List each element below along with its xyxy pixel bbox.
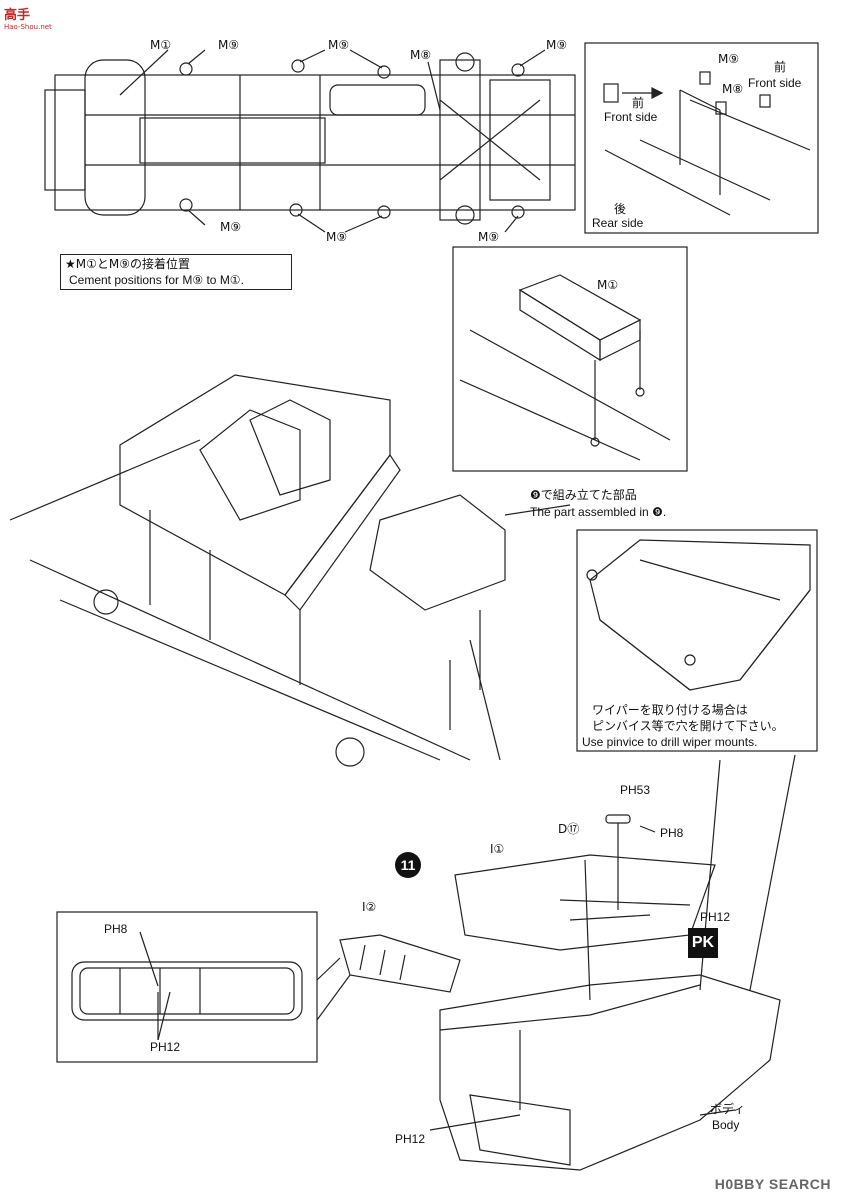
label-m1-chassis: M① [150, 38, 172, 52]
part-label-body-en: Body [712, 1118, 740, 1132]
front-rear-detail [603, 71, 811, 216]
seat-mount-detail [459, 274, 671, 461]
detail-box-front-rear [584, 42, 819, 234]
label-m9-f: M⑨ [478, 230, 500, 244]
detail-box-window [56, 911, 318, 1063]
site-logo-sub: Hao-Shou.net [4, 23, 52, 31]
chassis-iso-view [9, 374, 571, 767]
detail-box-wiper [576, 529, 818, 752]
wiper-note-en: Use pinvice to drill wiper mounts. [582, 735, 758, 749]
body-assembly [339, 754, 796, 1171]
assembled-note-jp: ❾で組み立てた部品 [530, 488, 637, 502]
hobbysearch-watermark: H0BBY SEARCH [714, 1176, 831, 1192]
window-detail [71, 931, 351, 1041]
label-m9-c: M⑨ [546, 38, 568, 52]
part-label-ph12-bottom: PH12 [395, 1132, 426, 1146]
label-m9-e: M⑨ [326, 230, 348, 244]
label-m9-b: M⑨ [328, 38, 350, 52]
wiper-note-jp-2: ピンバイス等で穴を開けて下さい。 [592, 719, 784, 733]
chassis-top-view [44, 49, 576, 233]
part-label-i1: I① [490, 842, 505, 856]
cement-note-box: ★M①とM⑨の接着位置 Cement positions for M⑨ to M… [60, 254, 292, 290]
detail-front-en: Front side [748, 76, 802, 90]
site-logo-text: 高手 [4, 8, 31, 23]
detail-rear-en: Rear side [592, 216, 644, 230]
detail-label-m1: M① [597, 278, 619, 292]
part-label-body-jp: ボディ [710, 1102, 746, 1116]
detail-rear-jp: 後 [614, 202, 627, 216]
wiper-note-jp-1: ワイパーを取り付ける場合は [592, 703, 748, 717]
window-label-ph12: PH12 [150, 1040, 181, 1054]
part-label-i2: I② [362, 900, 377, 914]
cement-note-jp: ★M①とM⑨の接着位置 [65, 257, 190, 271]
pk-mark: PK [688, 928, 718, 958]
arrow-front-en: Front side [604, 110, 658, 124]
part-label-ph8-top: PH8 [660, 826, 684, 840]
part-label-ph53: PH53 [620, 783, 651, 797]
label-m8: M⑧ [410, 48, 432, 62]
part-label-d17: D⑰ [558, 822, 580, 836]
label-m9-a: M⑨ [218, 38, 240, 52]
label-m9-d: M⑨ [220, 220, 242, 234]
part-label-ph12-right: PH12 [700, 910, 731, 924]
detail-label-m8: M⑧ [722, 82, 744, 96]
detail-box-seat-mount [452, 246, 688, 472]
detail-front-jp: 前 [774, 60, 787, 74]
arrow-front-jp: 前 [632, 96, 645, 110]
wiper-detail [586, 539, 811, 691]
detail-label-m9: M⑨ [718, 52, 740, 66]
window-label-ph8: PH8 [104, 922, 128, 936]
cement-note-en: Cement positions for M⑨ to M①. [69, 273, 244, 287]
step-number-badge: 11 [395, 852, 421, 878]
assembled-note-en: The part assembled in ❾. [530, 505, 667, 519]
site-logo: 高手 Hao-Shou.net [4, 4, 52, 31]
